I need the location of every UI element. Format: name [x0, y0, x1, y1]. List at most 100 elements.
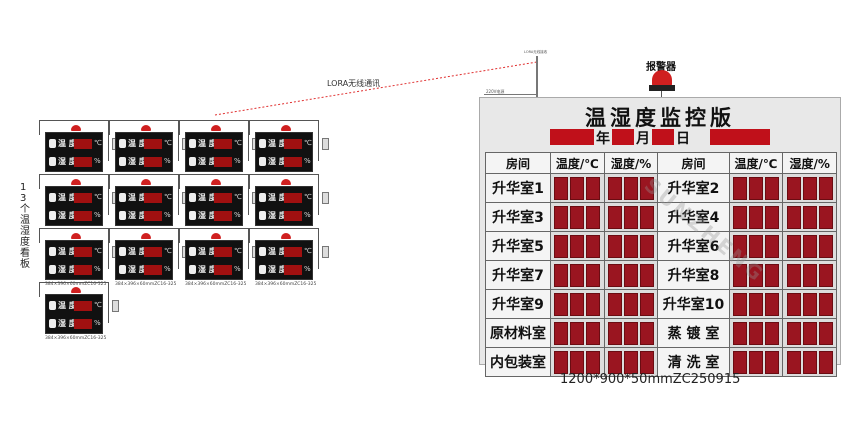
temp-unit: ℃ [94, 139, 102, 147]
temp-display [728, 318, 784, 348]
device-caption: 384×396×60mmZC16-325 [185, 282, 247, 287]
thermometer-icon [119, 247, 126, 256]
thermometer-icon [49, 193, 56, 202]
temp-unit: ℃ [94, 301, 102, 309]
thermometer-icon [189, 247, 196, 256]
sensor-icon [322, 246, 329, 258]
hum-digits [284, 157, 302, 167]
temp-unit: ℃ [304, 247, 312, 255]
hum-digits [214, 265, 232, 275]
temp-unit: ℃ [234, 139, 242, 147]
room-name: 升华室7 [484, 260, 552, 290]
hum-row: 湿 度% [49, 155, 101, 169]
droplet-icon [189, 211, 196, 220]
temp-display [728, 173, 784, 203]
hum-row: 湿 度% [49, 263, 101, 277]
column-header: 温度/℃ [550, 152, 605, 174]
alarm-lamp-icon [141, 125, 151, 131]
hum-row: 湿 度% [259, 155, 311, 169]
thermometer-icon [189, 139, 196, 148]
temp-label: 温 度 [268, 193, 287, 202]
droplet-icon [119, 157, 126, 166]
device-wire [39, 282, 109, 323]
column-header: 房间 [484, 152, 552, 174]
temp-display [550, 318, 605, 348]
hum-unit: % [164, 265, 171, 273]
hum-digits [74, 157, 92, 167]
table-row: 原材料室蒸 镀 室 [484, 318, 837, 348]
humidity-display [782, 318, 837, 348]
hum-label: 湿 度 [128, 265, 147, 274]
temp-digits [74, 139, 92, 149]
hum-row: 湿 度% [119, 263, 171, 277]
temp-label: 温 度 [128, 247, 147, 256]
temp-digits [74, 247, 92, 257]
temp-digits [284, 247, 302, 257]
hum-digits [284, 211, 302, 221]
device-wire [179, 228, 249, 269]
thermometer-icon [119, 193, 126, 202]
hum-row: 湿 度% [119, 209, 171, 223]
temp-label: 温 度 [58, 139, 77, 148]
column-header: 房间 [657, 152, 730, 174]
droplet-icon [259, 157, 266, 166]
temp-label: 温 度 [128, 193, 147, 202]
device-caption: 384×396×60mmZC16-325 [255, 282, 317, 287]
hum-digits [144, 265, 162, 275]
device-caption: 384×396×60mmZC16-325 [115, 282, 177, 287]
temp-row: 温 度℃ [189, 245, 242, 259]
temp-row: 温 度℃ [49, 299, 102, 313]
thermometer-icon [49, 247, 56, 256]
temp-display [728, 260, 784, 290]
temp-unit: ℃ [164, 139, 172, 147]
temp-label: 温 度 [268, 139, 287, 148]
hum-label: 湿 度 [198, 157, 217, 166]
table-row: 内包装室 清 洗 室 [484, 347, 837, 377]
temp-digits [214, 247, 232, 257]
droplet-icon [119, 211, 126, 220]
room-name: 内包装室 [484, 347, 552, 377]
hum-row: 湿 度% [189, 263, 241, 277]
hum-label: 湿 度 [58, 319, 77, 328]
temp-label: 温 度 [58, 193, 77, 202]
alarm-lamp-icon [281, 179, 291, 185]
temp-row: 温 度 ℃ [49, 191, 102, 205]
temp-row: 温 度℃ [189, 191, 242, 205]
hum-unit: % [304, 157, 311, 165]
side-label: 13个温湿度看板 [20, 182, 30, 270]
temp-row: 温 度℃ [259, 191, 312, 205]
droplet-icon [49, 319, 56, 328]
temp-display [550, 260, 605, 290]
thermometer-icon [49, 139, 56, 148]
humidity-display [782, 260, 837, 290]
alarm-lamp-icon [211, 125, 221, 131]
hum-unit: % [304, 211, 311, 219]
humidity-display [782, 173, 837, 203]
hum-unit: % [94, 157, 101, 165]
temp-row: 温 度℃ [119, 191, 172, 205]
humidity-display [603, 231, 659, 261]
time-display [710, 129, 770, 145]
sensor-icon [322, 192, 329, 204]
hum-unit: % [164, 211, 171, 219]
hum-row: 湿 度% [119, 155, 171, 169]
room-name: 清 洗 室 [657, 347, 730, 377]
column-header: 温度/℃ [728, 152, 784, 174]
room-name: 升华室1 [484, 173, 552, 203]
temp-unit: ℃ [94, 193, 102, 201]
temp-display [550, 173, 605, 203]
alarm-lamp-icon [71, 287, 81, 293]
thermometer-icon [259, 193, 266, 202]
